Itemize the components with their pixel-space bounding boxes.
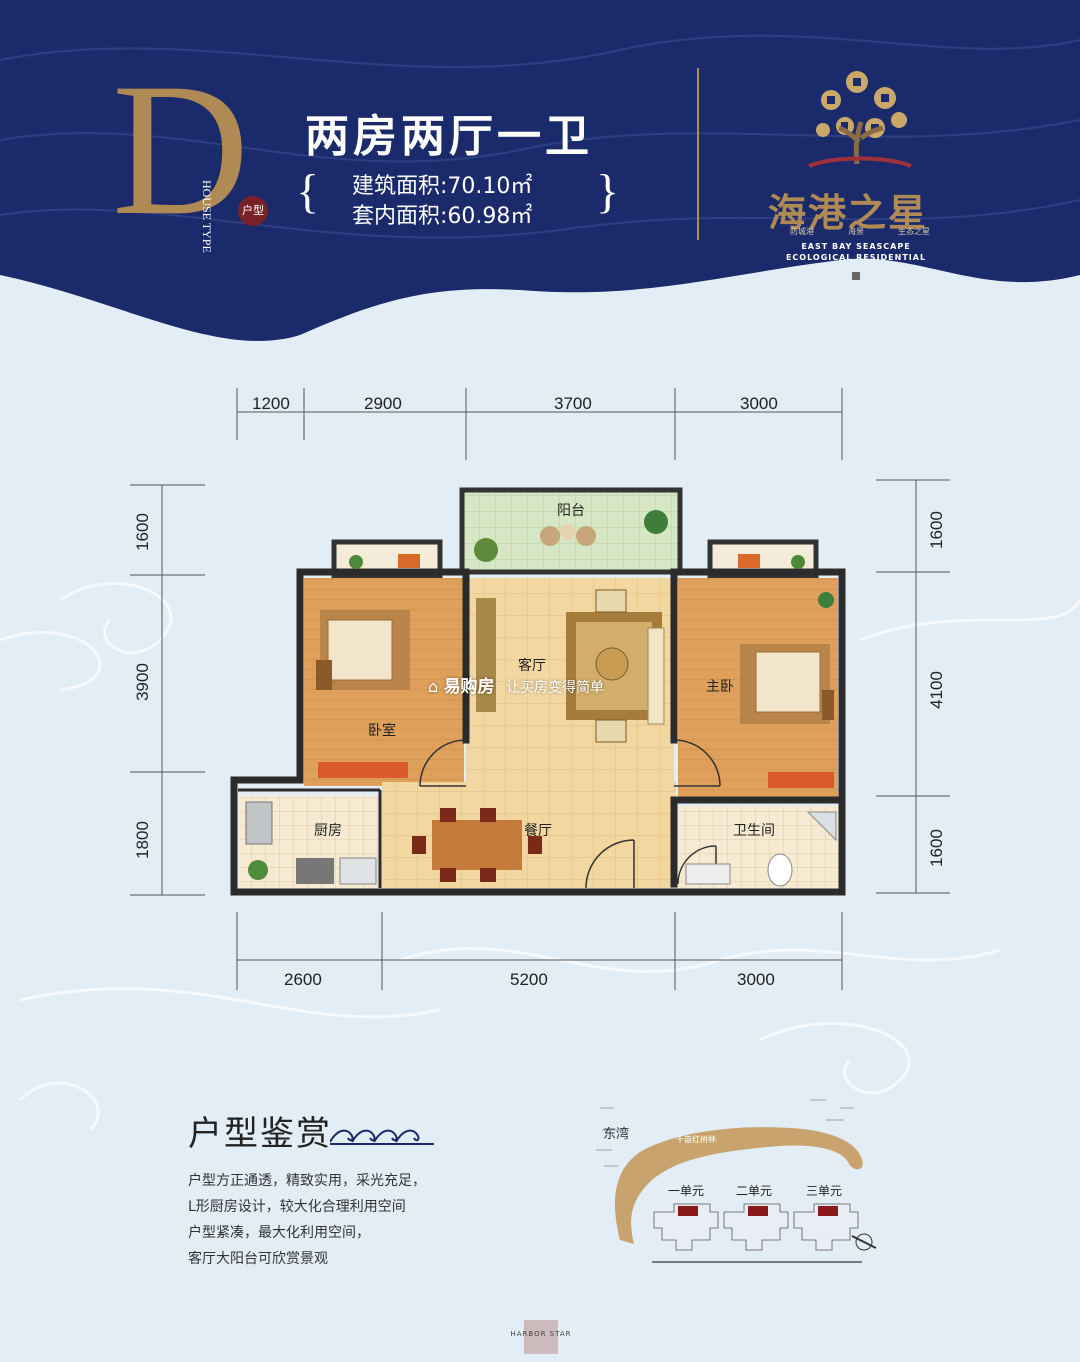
coin-tree-icon <box>808 71 912 168</box>
brace-left: { <box>296 165 320 218</box>
inner-area: 套内面积:60.98㎡ <box>352 204 533 229</box>
watermark-brand: 易购房 <box>443 677 495 697</box>
room-label-master: 主卧 <box>706 679 734 695</box>
type-letter: D <box>112 45 250 255</box>
wave-ornament-icon <box>330 1129 434 1145</box>
room-label-bathroom: 卫生间 <box>733 823 775 839</box>
site-map <box>596 1099 877 1263</box>
site-label-unit: 二单元 <box>736 1184 773 1198</box>
room-label-kitchen: 厨房 <box>314 823 342 839</box>
house-icon: ⌂ <box>428 677 439 696</box>
site-label-bay: 东湾 <box>603 1127 630 1142</box>
dim-bottom: 2600 <box>284 970 322 989</box>
footer-seal-text: HARBOR STAR <box>510 1330 572 1338</box>
footer-seal <box>524 1320 558 1354</box>
logo-tagline: 防城港 <box>790 227 814 236</box>
logo-en-line1: EAST BAY SEASCAPE <box>801 242 911 251</box>
appreciation-line: 户型方正通透，精致实用，采光充足， <box>188 1173 426 1189</box>
appreciation-line: 户型紧凑，最大化利用空间， <box>188 1225 370 1241</box>
room-label-living: 客厅 <box>518 658 546 674</box>
dim-bottom: 3000 <box>737 970 775 989</box>
logo-taglines: 防城港 海景 生态之星 <box>790 226 930 237</box>
header-divider <box>697 68 699 240</box>
site-label-unit: 三单元 <box>806 1184 843 1198</box>
site-label-road: 千亩红树林 <box>676 1135 716 1144</box>
logo-name: 海港之星 <box>768 191 929 235</box>
building-area: 建筑面积:70.10㎡ <box>352 174 533 199</box>
dim-top: 2900 <box>364 394 402 413</box>
room-label-dining: 餐厅 <box>524 823 552 839</box>
appreciation-line: 客厅大阳台可欣赏景观 <box>188 1251 328 1267</box>
dim-bottom: 5200 <box>510 970 548 989</box>
watermark: ⌂ 易购房 让买房变得简单 <box>428 672 604 697</box>
dim-top: 1200 <box>252 394 290 413</box>
appreciation-title: 户型鉴赏 <box>188 1114 332 1154</box>
watermark-slogan: 让买房变得简单 <box>505 680 604 696</box>
logo-en-line2: ECOLOGICAL RESIDENTIAL <box>785 253 927 262</box>
dim-top: 3700 <box>554 394 592 413</box>
logo-tagline: 海景 <box>848 227 864 236</box>
brace-right: } <box>596 165 620 218</box>
logo-tagline: 生态之星 <box>898 227 930 236</box>
appreciation-line: L形厨房设计，较大化合理利用空间 <box>188 1199 406 1215</box>
room-label-bedroom: 卧室 <box>368 723 396 739</box>
house-type-badge: 户型 <box>238 196 268 226</box>
room-label-balcony: 阳台 <box>557 503 585 519</box>
dim-top: 3000 <box>740 394 778 413</box>
house-type-cn: 户型 <box>242 204 264 217</box>
logo-seal-mark <box>852 272 860 280</box>
site-label-unit: 一单元 <box>668 1184 705 1198</box>
unit-title: 两房两厅一卫 <box>305 111 593 162</box>
appreciation-text: 户型方正通透，精致实用，采光充足， L形厨房设计，较大化合理利用空间 户型紧凑，… <box>188 1168 426 1272</box>
